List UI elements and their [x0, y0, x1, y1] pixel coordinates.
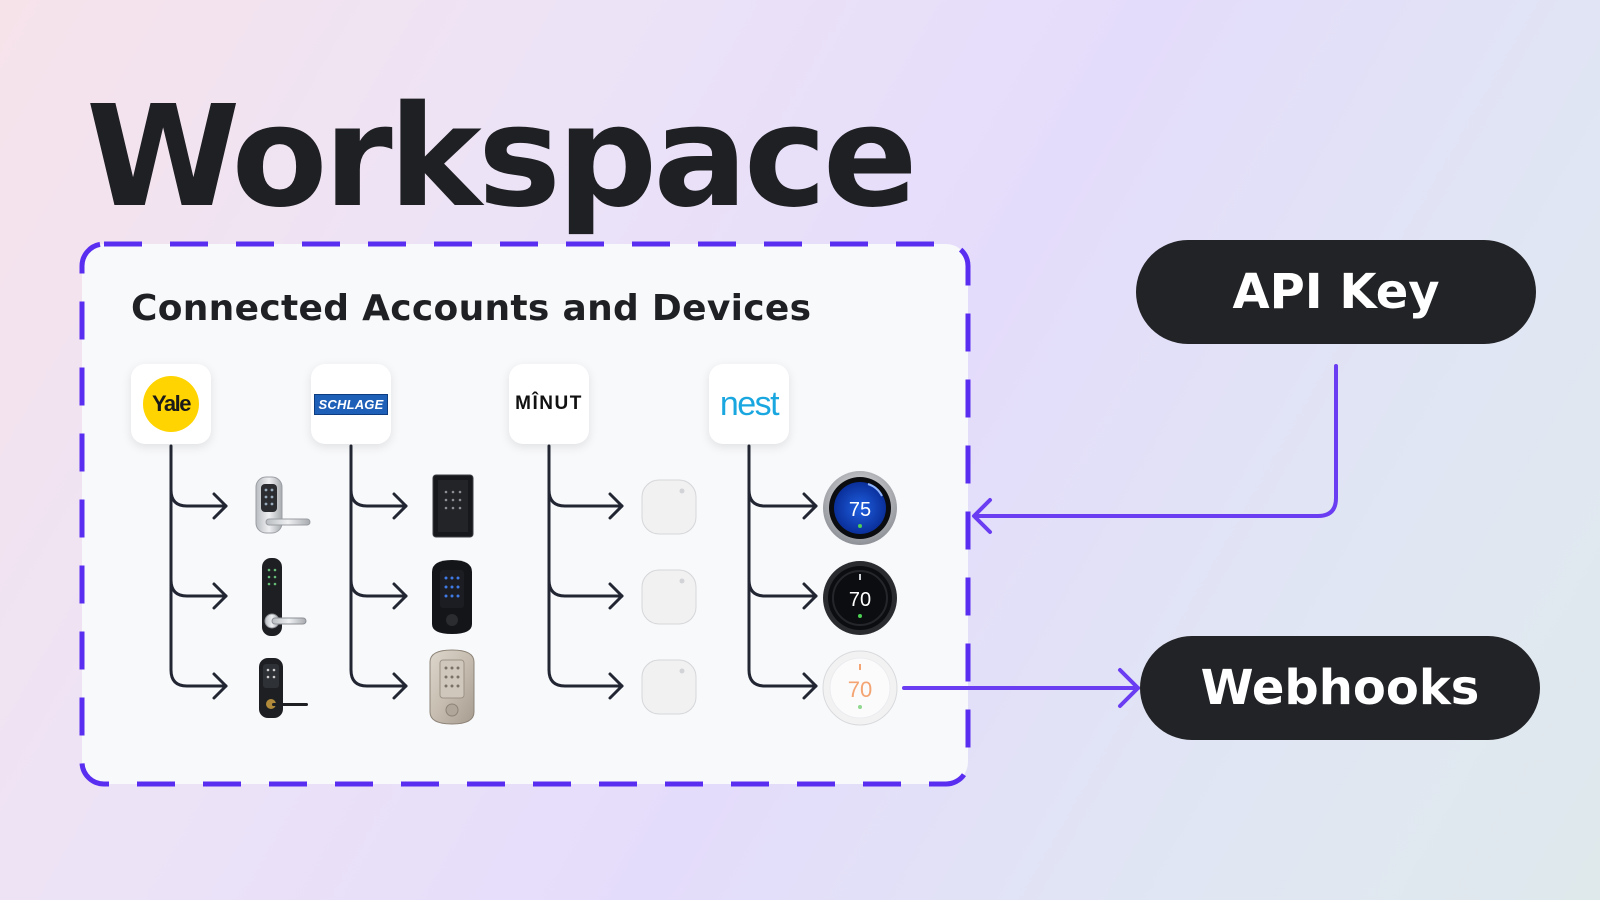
nest-thermostat-3[interactable]: 70 — [822, 650, 898, 726]
nest-thermostat-3-temp: 70 — [848, 677, 872, 702]
nest-account-tile[interactable]: nest — [709, 364, 789, 444]
minut-sensor-3[interactable] — [641, 659, 697, 715]
schlage-logo: SCHLAGE — [313, 393, 389, 415]
connected-accounts-heading: Connected Accounts and Devices — [131, 288, 812, 329]
minut-logo: MÎNUT — [515, 393, 583, 414]
page-title: Workspace — [86, 76, 918, 239]
yale-lock-1[interactable] — [255, 476, 311, 534]
schlage-lock-3[interactable] — [429, 649, 475, 725]
nest-thermostat-1[interactable]: 75 — [823, 471, 897, 545]
minut-sensor-1[interactable] — [641, 479, 697, 535]
nest-thermostat-2[interactable]: 70 — [823, 561, 897, 635]
schlage-account-tile[interactable]: SCHLAGE — [311, 364, 391, 444]
yale-device-tree — [169, 444, 228, 700]
yale-logo: Yale — [143, 376, 199, 432]
yale-lock-3[interactable] — [259, 658, 308, 718]
nest-device-tree — [747, 444, 818, 700]
webhooks-arrow — [902, 668, 1140, 708]
schlage-lock-2[interactable] — [432, 560, 472, 634]
nest-logo: nest — [719, 385, 780, 423]
webhooks-pill[interactable]: Webhooks — [1140, 636, 1540, 740]
nest-thermostat-2-temp: 70 — [849, 589, 871, 611]
schlage-lock-1[interactable] — [432, 474, 474, 538]
schlage-device-tree — [349, 444, 408, 700]
minut-sensor-2[interactable] — [641, 569, 697, 625]
minut-account-tile[interactable]: MÎNUT — [509, 364, 589, 444]
minut-device-tree — [547, 444, 624, 700]
api-key-arrow — [972, 364, 1338, 534]
yale-account-tile[interactable]: Yale — [131, 364, 211, 444]
nest-thermostat-1-temp: 75 — [849, 499, 871, 521]
api-key-pill[interactable]: API Key — [1136, 240, 1536, 344]
yale-lock-2[interactable] — [262, 558, 307, 636]
